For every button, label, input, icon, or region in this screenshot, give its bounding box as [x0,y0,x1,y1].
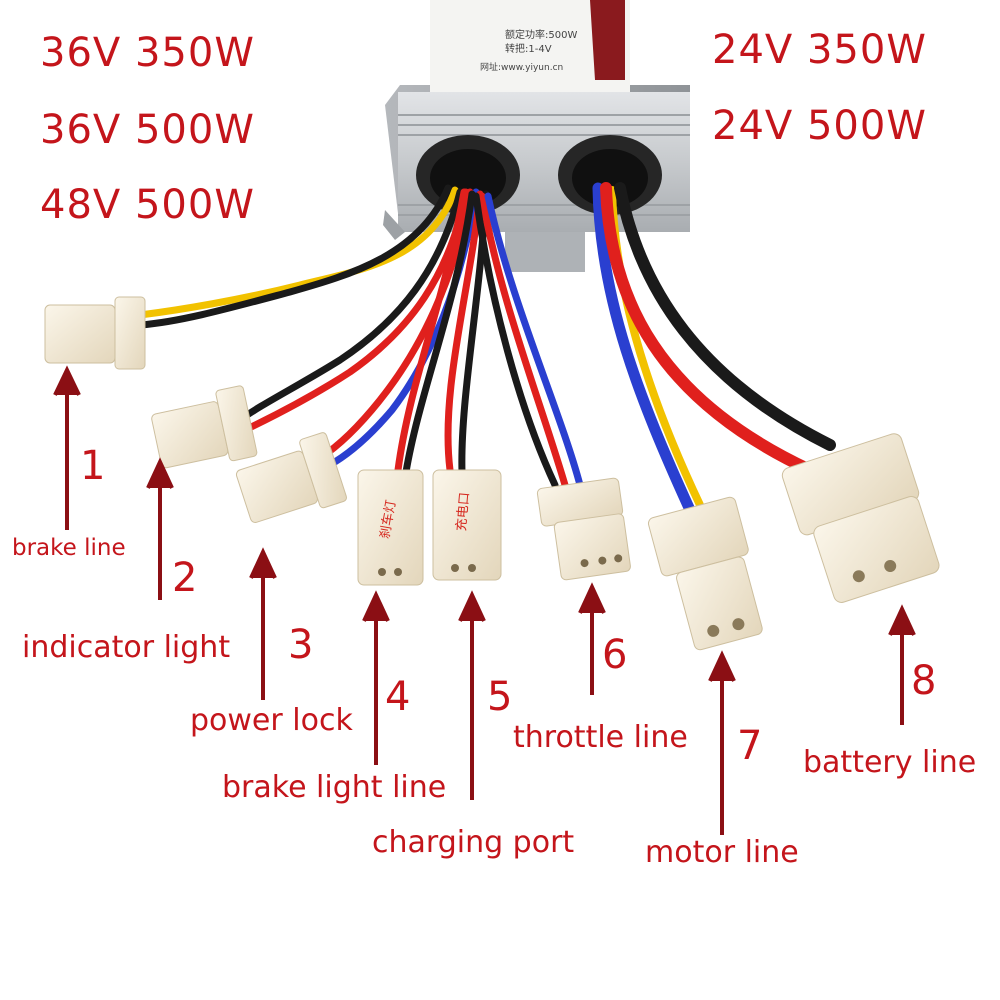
arrowhead-5-icon [458,590,486,622]
label-indicator-light: indicator light [22,630,231,665]
arrowhead-6-icon [578,582,606,614]
spec-right-2: 24V 500W [712,103,927,149]
arrowhead-7-icon [708,650,736,682]
arrowhead-4-icon [362,590,390,622]
connector-3-power-lock [235,432,347,523]
connector-number-3: 3 [288,622,314,668]
wire-bundle-left [136,184,584,489]
tag-4-cn: 刹车灯 [377,499,400,540]
spec-left-2: 36V 500W [40,107,255,153]
label-battery-line: battery line [803,745,977,780]
arrowhead-1-icon [53,365,81,396]
connector-number-4: 4 [385,674,411,720]
spec-left-3: 48V 500W [40,182,255,228]
connector-6-throttle [536,477,631,581]
connector-number-7: 7 [737,723,763,769]
connector-8-battery [781,433,940,603]
arrowhead-8-icon [888,604,916,636]
label-throttle-voltage: 转把:1-4V [505,42,552,55]
connector-1-brake [44,296,146,370]
connector-number-5: 5 [487,674,513,720]
arrowhead-3-icon [249,547,277,579]
label-rated-power: 额定功率:500W [505,28,577,41]
spec-left-1: 36V 350W [40,30,255,76]
tag-5-cn: 充电口 [453,492,472,532]
arrows [53,365,916,835]
connector-7-motor [647,496,763,651]
connector-5-charging: 充电口 [432,469,502,581]
connector-2-indicator [151,385,258,469]
label-power-lock: power lock [190,703,353,738]
spec-right-1: 24V 350W [712,27,927,73]
arrowhead-2-icon [146,457,174,489]
connector-number-8: 8 [911,658,937,704]
connector-number-2: 2 [172,555,198,601]
label-charging-port: charging port [372,825,575,860]
label-brake-line: brake line [12,535,126,561]
label-motor-line: motor line [645,835,799,870]
connector-number-6: 6 [602,632,628,678]
wire-bundle-right [592,182,836,516]
label-brake-light-line: brake light line [222,770,447,805]
connector-4-brake-light: 刹车灯 [357,469,424,586]
connector-number-1: 1 [80,443,106,489]
label-website: 网址:www.yiyun.cn [480,61,563,73]
label-throttle-line: throttle line [513,720,688,755]
